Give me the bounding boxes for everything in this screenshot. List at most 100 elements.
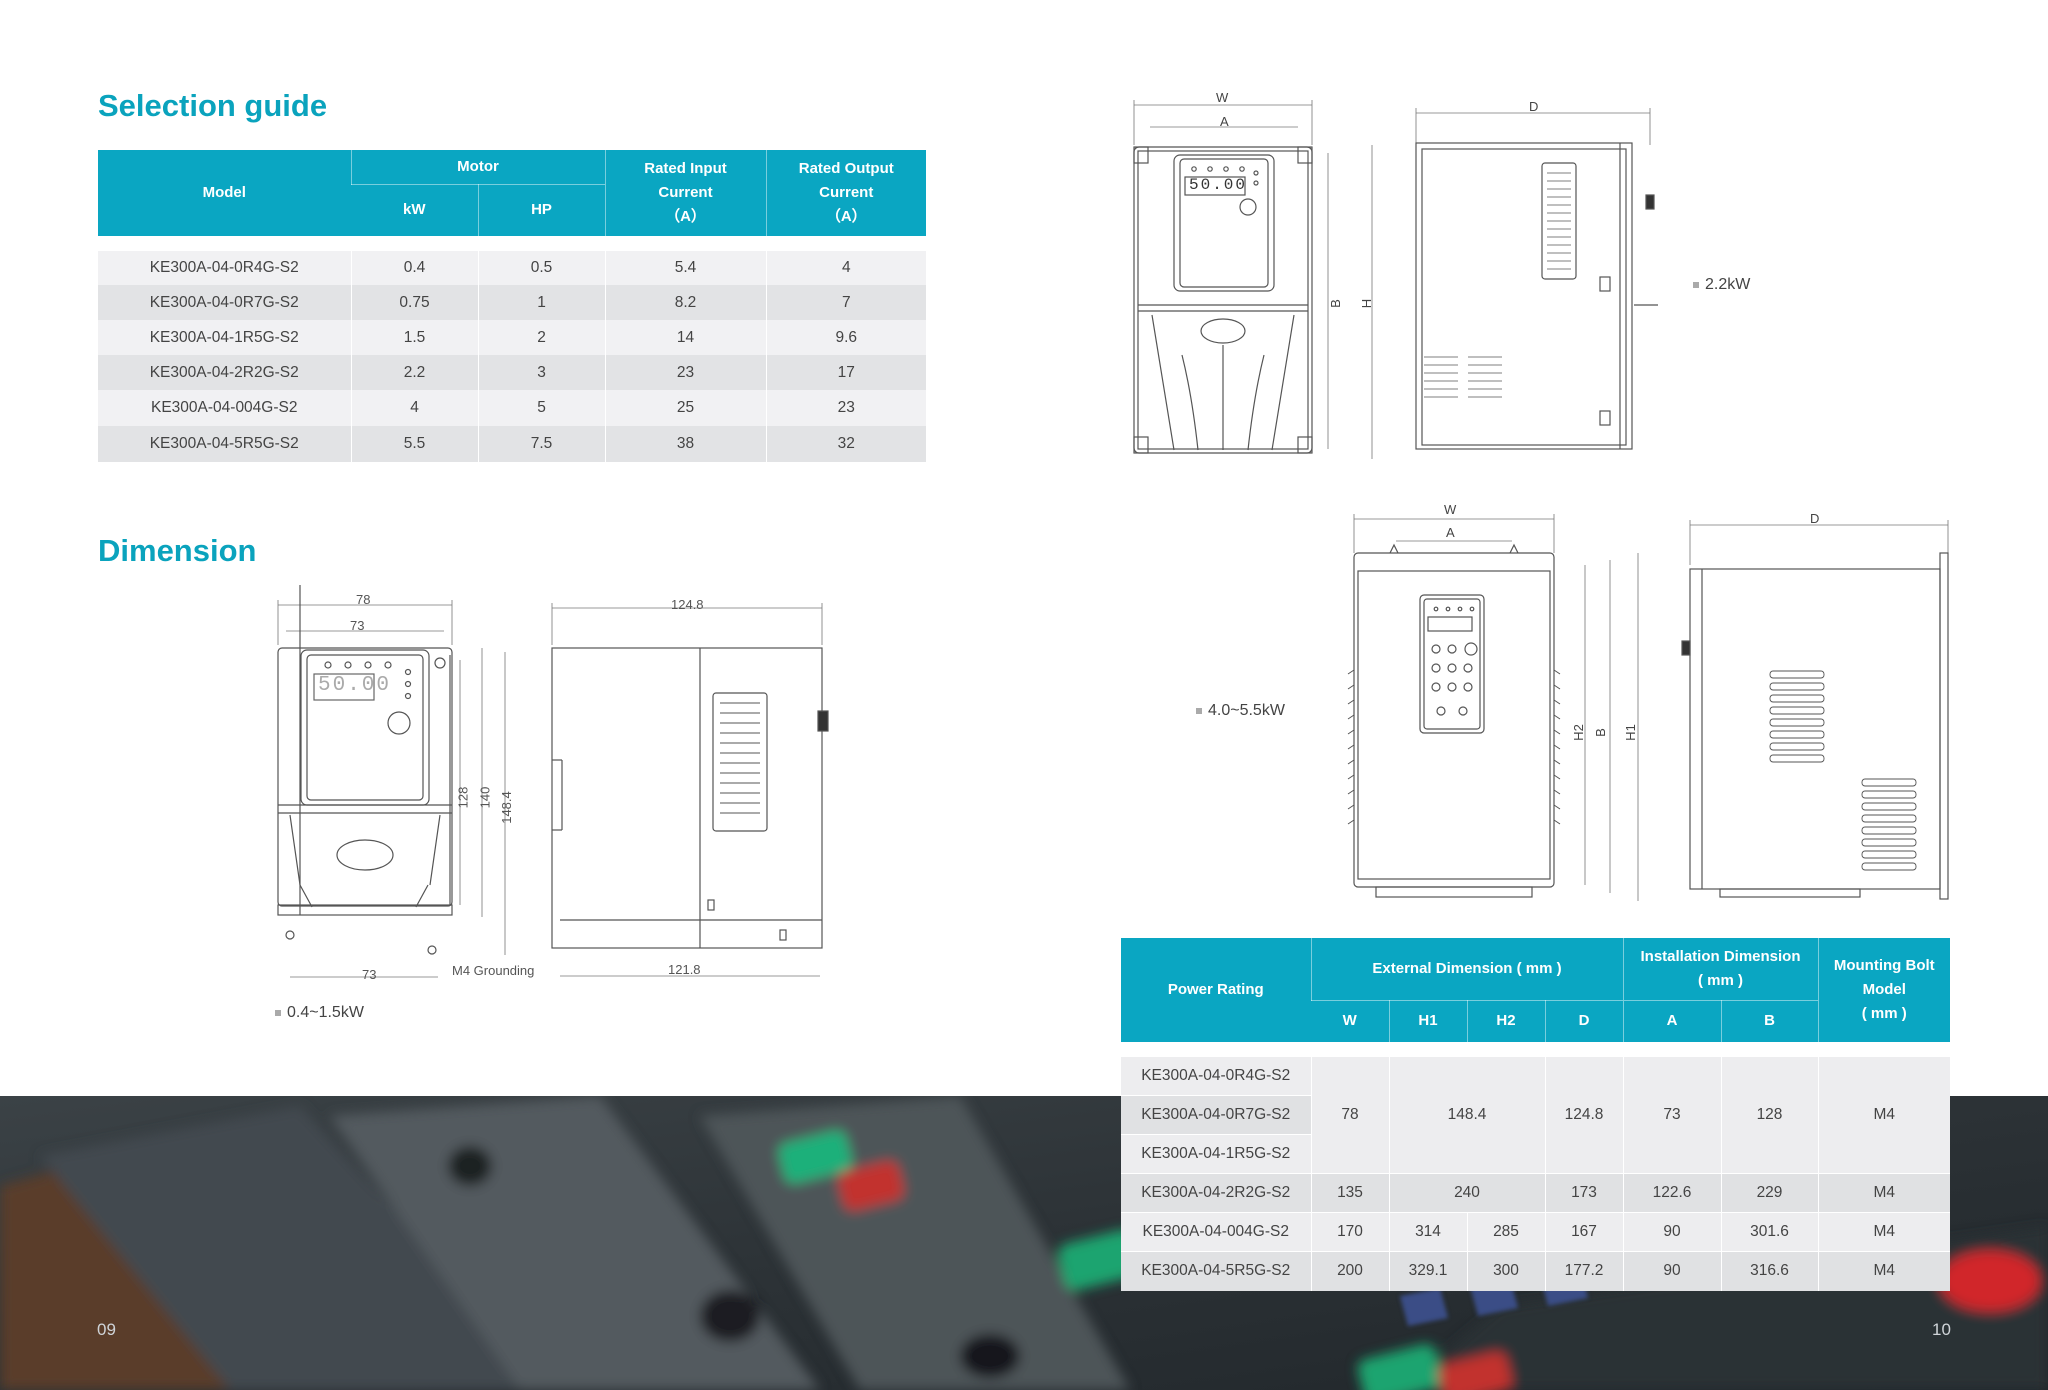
header-rated-input-l2: Current [658,184,713,201]
dim-label-78: 78 [356,592,371,607]
caption-mid-text: 2.2kW [1705,276,1751,293]
cell-model: KE300A-04-0R7G-S2 [98,285,351,320]
cell-hp: 5 [477,390,605,426]
header-kw: kW [351,184,478,236]
header-hp: HP [477,184,605,236]
cell-w: 78 [1310,1056,1389,1174]
cell-model: KE300A-04-004G-S2 [98,390,351,426]
cell-a: 90 [1622,1251,1721,1291]
header-rated-output-l2: Current [819,184,874,201]
header-w: W [1311,1000,1389,1042]
cell-model: KE300A-04-2R2G-S2 [1121,1173,1311,1213]
header-rated-output-l3: （A） [825,208,867,225]
table-row: KE300A-04-1R5G-S2 [1121,1134,1950,1174]
dim-label-h2-large: H2 [1570,724,1586,741]
selection-guide-table: Model Motor Rated Input Current （A） Rate… [98,150,926,462]
cell-input: 5.4 [604,251,766,285]
cell-hp: 0.5 [477,251,605,285]
cell-input: 8.2 [604,285,766,320]
cell-d: 124.8 [1544,1056,1623,1174]
drawing-large-drive [1347,514,1949,901]
cell-h2: 285 [1466,1212,1545,1252]
header-rated-input-l3: （A） [665,208,706,225]
header-rated-input-l1: Rated Input [644,160,727,177]
cell-model: KE300A-04-0R4G-S2 [98,251,351,285]
caption-small: 0.4~1.5kW [275,1004,364,1022]
cell-hp: 7.5 [477,426,605,462]
caption-small-text: 0.4~1.5kW [287,1004,364,1021]
dim-label-a-mid: A [1220,114,1229,129]
cell-kw: 1.5 [350,320,478,355]
header-bolt-l1: Mounting Bolt [1833,957,1935,974]
table-row: KE300A-04-004G-S2 170 314 285 167 90 301… [1121,1212,1950,1252]
dim-label-124-8: 124.8 [671,597,704,612]
cell-bolt: M4 [1817,1212,1950,1252]
header-mounting-bolt: Mounting Bolt Model ( mm ) [1817,938,1950,1042]
header-installation-dimension: Installation Dimension ( mm ) [1622,938,1818,1001]
header-motor: Motor [350,150,605,185]
header-d: D [1544,1000,1623,1042]
table-gap [1121,1042,1950,1057]
table-row: KE300A-04-0R4G-S2 0.4 0.5 5.4 4 [98,251,926,285]
cell-kw: 5.5 [350,426,478,462]
caption-large-text: 4.0~5.5kW [1208,702,1285,719]
cell-bolt: M4 [1817,1056,1950,1174]
cell-h2: 300 [1466,1251,1545,1291]
cell-hp: 1 [477,285,605,320]
cell-h: 240 [1388,1173,1545,1213]
cell-input: 25 [604,390,766,426]
dim-label-73-top: 73 [350,618,365,633]
page-number-right: 10 [1932,1320,1951,1339]
cell-input: 38 [604,426,766,462]
cell-output: 32 [765,426,926,462]
header-model: Model [98,150,351,236]
header-bolt-l2: Model [1862,981,1906,998]
header-h1: H1 [1388,1000,1467,1042]
cell-model: KE300A-04-0R7G-S2 [1121,1095,1311,1135]
table-row: KE300A-04-0R4G-S2 78 148.4 124.8 73 128 … [1121,1056,1950,1174]
caption-mid: 2.2kW [1693,276,1750,294]
dim-label-h-mid: H [1359,298,1375,309]
dim-label-d-mid: D [1529,99,1539,114]
dimension-title: Dimension [98,533,257,568]
cell-model: KE300A-04-5R5G-S2 [1121,1251,1311,1291]
table-row: KE300A-04-2R2G-S2 135 240 173 122.6 229 … [1121,1173,1950,1213]
cell-a: 90 [1622,1212,1721,1252]
cell-a: 73 [1622,1056,1721,1174]
selection-guide-title: Selection guide [98,88,328,123]
cell-output: 23 [765,390,926,426]
drawing-small-drive [277,585,829,978]
cell-model: KE300A-04-2R2G-S2 [98,355,351,390]
dim-label-w-mid: W [1216,90,1229,105]
page-number-left: 09 [97,1320,116,1339]
dim-label-b-large: B [1592,728,1608,737]
cell-model: KE300A-04-5R5G-S2 [98,426,351,462]
header-a: A [1622,1000,1721,1042]
cell-b: 229 [1720,1173,1818,1213]
dim-label-a-large: A [1446,525,1455,540]
cell-a: 122.6 [1622,1173,1721,1213]
dim-label-128: 128 [455,786,471,809]
header-installation-l1: Installation Dimension [1640,947,1801,965]
caption-large: 4.0~5.5kW [1196,702,1285,720]
header-rated-output-l1: Rated Output [798,160,894,177]
table-row: KE300A-04-5R5G-S2 200 329.1 300 177.2 90… [1121,1251,1950,1291]
cell-w: 200 [1310,1251,1389,1291]
dim-label-w-large: W [1444,502,1457,517]
cell-kw: 0.4 [350,251,478,285]
cell-b: 128 [1720,1056,1818,1174]
cell-b: 316.6 [1720,1251,1818,1291]
table-row: KE300A-04-2R2G-S2 2.2 3 23 17 [98,355,926,390]
cell-kw: 4 [350,390,478,426]
cell-model: KE300A-04-1R5G-S2 [1121,1134,1311,1174]
cell-d: 173 [1544,1173,1623,1213]
display-readout-mid: 50.00 [1189,176,1248,194]
table-row: KE300A-04-1R5G-S2 1.5 2 14 9.6 [98,320,926,355]
cell-h1: 314 [1388,1212,1467,1252]
cell-model: KE300A-04-1R5G-S2 [98,320,351,355]
caption-marker [1693,281,1699,288]
cell-output: 17 [765,355,926,390]
dim-label-d-large: D [1810,511,1820,526]
dim-label-h1-large: H1 [1622,724,1638,741]
header-bolt-l3: ( mm ) [1861,1005,1907,1022]
